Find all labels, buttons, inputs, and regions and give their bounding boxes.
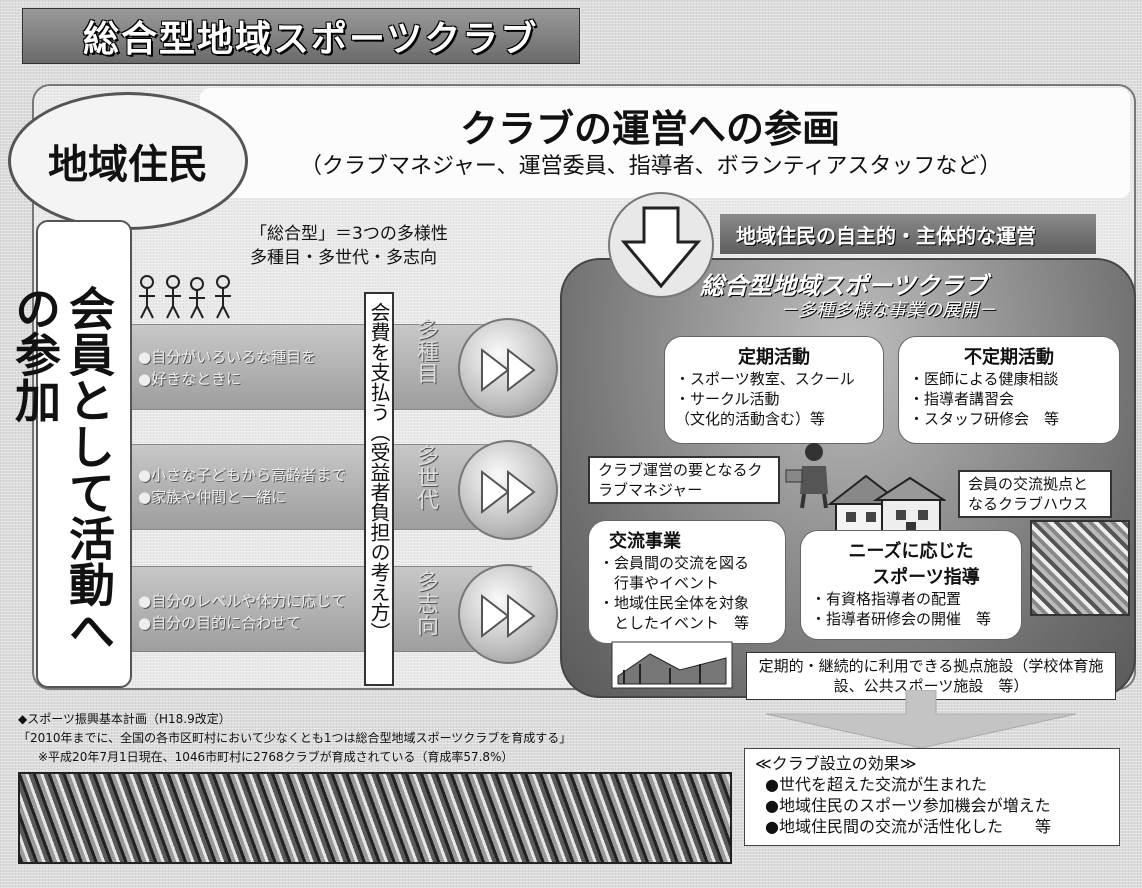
irregular-activity-title: 不定期活動	[964, 347, 1054, 368]
clubhouse-label: 会員の交流拠点となるクラブハウス	[958, 470, 1112, 518]
effects-item: ●世代を超えた交流が生まれた	[765, 775, 987, 794]
club-name: 総合型地域スポーツクラブ	[700, 272, 988, 300]
regular-activity-item: ・スポーツ教室、スクール	[675, 370, 855, 388]
irregular-activity-item: ・医師による健康相談	[909, 370, 1059, 388]
exchange-item: ・地域住民全体を対象	[599, 594, 750, 612]
plan-line-2: 「2010年までに、全国の各市区町村において少なくとも1つは総合型地域スポーツク…	[18, 731, 572, 745]
band-text-2: ●小さな子どもから高齢者まで ●家族や仲間と一緒に	[138, 466, 347, 506]
multi-event-label: 多種目	[413, 318, 438, 384]
facility-building-icon	[611, 641, 733, 689]
sports-photo	[1030, 520, 1130, 616]
effects-title: ≪クラブ設立の効果≫	[755, 754, 917, 773]
needs-title-2: スポーツ指導	[872, 567, 980, 588]
member-activity-label: 会員として活動への参加	[8, 285, 116, 653]
multi-generation-label: 多世代	[413, 444, 438, 510]
club-subtitle: －多種多様な事業の展開－	[780, 300, 996, 321]
band-text-3: ●自分のレベルや体力に応じて ●自分の目的に合わせて	[138, 592, 347, 632]
management-title: クラブの運営への参画	[459, 107, 840, 151]
needs-item: ・指導者研修会の開催 等	[811, 610, 992, 628]
needs-item: ・有資格指導者の配置	[811, 590, 962, 608]
fee-label: 会費を支払う（受益者負担の考え方）	[364, 292, 394, 686]
irregular-activity-card: 不定期活動 ・医師による健康相談 ・指導者講習会 ・スタッフ研修会 等	[898, 336, 1120, 444]
sogo-type-label: 「総合型」＝3つの多様性 多種目・多世代・多志向	[250, 222, 510, 270]
effects-arrow-icon	[765, 690, 1077, 749]
management-header	[200, 88, 1130, 198]
plan-line-3: ※平成20年7月1日現在、1046市町村に2768クラブが育成されている（育成率…	[38, 750, 514, 764]
people-icon	[139, 275, 231, 319]
exchange-title: 交流事業	[609, 531, 681, 552]
page-title: 総合型地域スポーツクラブ	[22, 8, 580, 64]
exchange-item: としたイベント 等	[599, 614, 750, 632]
regular-activity-title: 定期活動	[738, 347, 810, 368]
club-manager-label: クラブ運営の要となるクラブマネジャー	[588, 456, 780, 504]
residents-oval: 地域住民	[8, 92, 248, 230]
exchange-item: 行事やイベント	[599, 574, 720, 592]
needs-title: ニーズに応じた	[848, 541, 974, 562]
forward-arrow-icon	[458, 564, 558, 664]
activity-photo-strip	[18, 772, 732, 864]
club-effects-box: ≪クラブ設立の効果≫ ●世代を超えた交流が生まれた ●地域住民のスポーツ参加機会…	[744, 748, 1120, 846]
exchange-item: ・会員間の交流を図る	[599, 554, 750, 572]
down-arrow-icon	[608, 192, 714, 298]
irregular-activity-item: ・スタッフ研修会 等	[909, 410, 1060, 428]
management-subtitle: （クラブマネジャー、運営委員、指導者、ボランティアスタッフなど）	[300, 154, 1002, 179]
sports-plan-note: ◆スポーツ振興基本計画（H18.9改定） 「2010年までに、全国の各市区町村に…	[18, 710, 738, 767]
regular-activity-item: （文化的活動含む）等	[675, 410, 826, 428]
sogo-type-line2: 多種目・多世代・多志向	[250, 248, 437, 268]
irregular-activity-item: ・指導者講習会	[909, 390, 1015, 408]
regular-activity-card: 定期活動 ・スポーツ教室、スクール ・サークル活動 （文化的活動含む）等	[664, 336, 884, 444]
plan-line-1: ◆スポーツ振興基本計画（H18.9改定）	[18, 712, 231, 726]
effects-item: ●地域住民間の交流が活性化した 等	[765, 817, 1051, 836]
operation-banner: 地域住民の自主的・主体的な運営	[720, 214, 1096, 254]
regular-activity-item: ・サークル活動	[675, 390, 780, 408]
exchange-card: 交流事業 ・会員間の交流を図る 行事やイベント ・地域住民全体を対象 としたイベ…	[588, 520, 786, 644]
effects-item: ●地域住民のスポーツ参加機会が増えた	[765, 796, 1051, 815]
forward-arrow-icon	[458, 440, 558, 540]
multi-orientation-label: 多志向	[413, 570, 438, 636]
band-text-1: ●自分がいろいろな種目を ●好きなときに	[138, 348, 317, 388]
residents-label: 地域住民	[48, 142, 208, 188]
forward-arrow-icon	[458, 318, 558, 418]
manager-figure-icon	[785, 443, 828, 509]
needs-card: ニーズに応じた スポーツ指導 ・有資格指導者の配置 ・指導者研修会の開催 等	[800, 530, 1022, 640]
member-activity-box	[36, 220, 132, 688]
sogo-type-line1: 「総合型」＝3つの多様性	[250, 224, 448, 244]
